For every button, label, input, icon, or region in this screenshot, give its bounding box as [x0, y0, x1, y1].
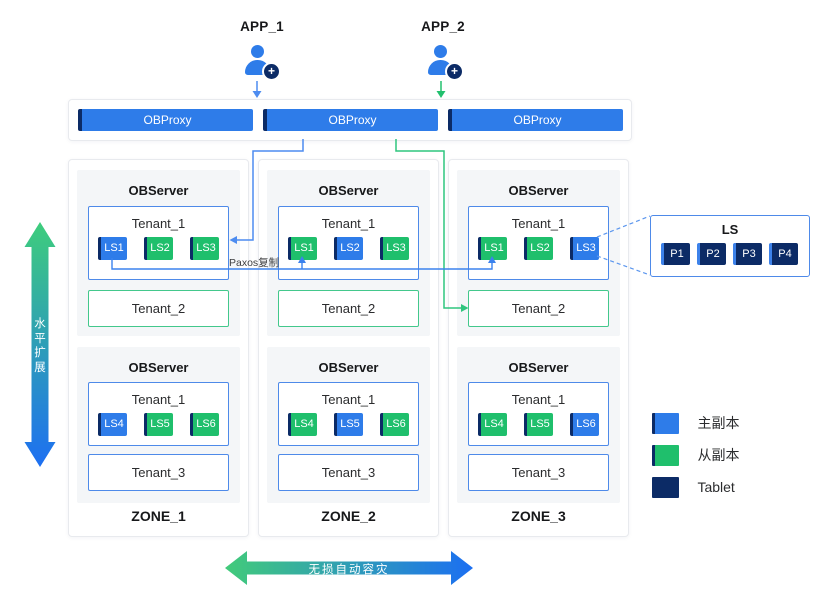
tenant-title: Tenant_1 [131, 392, 186, 407]
tenant-title: Tenant_1 [511, 392, 566, 407]
observer-box: OBServer Tenant_1 LS4 LS5 LS6 Tenant_3 [457, 347, 620, 503]
observer-title: OBServer [318, 183, 379, 198]
tenant-1-box: Tenant_1 LS4 LS5 LS6 [278, 382, 419, 446]
user-head-icon [251, 45, 264, 58]
legend-label: Tablet [697, 479, 735, 495]
zone-1: OBServer Tenant_1 LS1 LS2 LS3 Tenant_2 O… [68, 159, 249, 537]
ls-replica-chip: LS3 [380, 237, 409, 260]
ls-replica-chip: LS1 [478, 237, 507, 260]
ls-replica-chip: LS4 [98, 413, 127, 436]
tenant-3-box: Tenant_3 [278, 454, 419, 491]
ls-replica-chip: LS2 [144, 237, 173, 260]
tenant-2-box: Tenant_2 [468, 290, 609, 327]
legend-item-tablet: Tablet [652, 477, 735, 498]
tenant-2-box: Tenant_2 [278, 290, 419, 327]
plus-badge-icon: + [262, 62, 281, 81]
zone-2: OBServer Tenant_1 LS1 LS2 LS3 Tenant_2 O… [258, 159, 439, 537]
obproxy-node: OBProxy [448, 109, 623, 131]
ls-replica-chip: LS2 [334, 237, 363, 260]
ls-replica-chip: LS5 [524, 413, 553, 436]
app2-user-icon: + [424, 45, 464, 81]
ls-detail-box: LS P1 P2 P3 P4 [650, 215, 810, 277]
app2-to-proxy-arrow [436, 81, 446, 98]
primary-replica-swatch [652, 413, 679, 434]
observer-title: OBServer [128, 183, 189, 198]
obproxy-node: OBProxy [263, 109, 438, 131]
obproxy-container: OBProxy OBProxy OBProxy [68, 99, 632, 141]
ls-replica-chip: LS5 [334, 413, 363, 436]
obproxy-node: OBProxy [78, 109, 253, 131]
ls-replica-chip: LS6 [190, 413, 219, 436]
tenant-3-box: Tenant_3 [468, 454, 609, 491]
ls-replica-chip: LS6 [380, 413, 409, 436]
app1-user-icon: + [241, 45, 281, 81]
disaster-recovery-label: 无损自动容灾 [308, 564, 390, 576]
tenant-1-box: Tenant_1 LS1 LS2 LS3 [278, 206, 419, 280]
app1-to-proxy-arrow [252, 81, 262, 98]
zone-3: OBServer Tenant_1 LS1 LS2 LS3 Tenant_2 O… [448, 159, 629, 537]
tenant-title: Tenant_1 [131, 216, 186, 231]
tablet-chip: P2 [697, 243, 726, 265]
ls-replica-chip: LS3 [190, 237, 219, 260]
app1-label: APP_1 [240, 19, 284, 34]
ls-replica-chip: LS4 [288, 413, 317, 436]
tenant-3-box: Tenant_3 [88, 454, 229, 491]
observer-box: OBServer Tenant_1 LS4 LS5 LS6 Tenant_3 [77, 347, 240, 503]
zone-label: ZONE_1 [131, 508, 186, 524]
tenant-2-box: Tenant_2 [88, 290, 229, 327]
ls-replica-chip: LS1 [288, 237, 317, 260]
observer-box: OBServer Tenant_1 LS4 LS5 LS6 Tenant_3 [267, 347, 430, 503]
ls-detail-title: LS [721, 222, 739, 237]
tenant-1-box: Tenant_1 LS4 LS5 LS6 [88, 382, 229, 446]
tenant-title: Tenant_1 [321, 392, 376, 407]
tenant-title: Tenant_1 [511, 216, 566, 231]
user-head-icon [434, 45, 447, 58]
tablet-chip: P3 [733, 243, 762, 265]
app2-label: APP_2 [421, 19, 465, 34]
follower-replica-swatch [652, 445, 679, 466]
tenant-1-box: Tenant_1 LS4 LS5 LS6 [468, 382, 609, 446]
observer-title: OBServer [318, 360, 379, 375]
ls-replica-chip: LS6 [570, 413, 599, 436]
legend-item-follower: 从副本 [652, 445, 739, 466]
ls-replica-chip: LS2 [524, 237, 553, 260]
plus-badge-icon: + [445, 62, 464, 81]
zone-label: ZONE_2 [321, 508, 376, 524]
tablet-chip: P4 [769, 243, 798, 265]
zone-label: ZONE_3 [511, 508, 566, 524]
ls-replica-chip: LS5 [144, 413, 173, 436]
tenant-title: Tenant_1 [321, 216, 376, 231]
ls-replica-chip: LS4 [478, 413, 507, 436]
observer-title: OBServer [128, 360, 189, 375]
tenant-1-box: Tenant_1 LS1 LS2 LS3 [88, 206, 229, 280]
tablet-swatch [652, 477, 679, 498]
observer-box: OBServer Tenant_1 LS1 LS2 LS3 Tenant_2 [267, 170, 430, 336]
ls-replica-chip: LS3 [570, 237, 599, 260]
observer-box: OBServer Tenant_1 LS1 LS2 LS3 Tenant_2 [457, 170, 620, 336]
ls-replica-chip: LS1 [98, 237, 127, 260]
tablet-chip: P1 [661, 243, 690, 265]
observer-title: OBServer [508, 360, 569, 375]
horizontal-scaling-label: 水平扩展 [34, 318, 46, 374]
tenant-1-box: Tenant_1 LS1 LS2 LS3 [468, 206, 609, 280]
paxos-replication-label: Paxos复制 [229, 257, 280, 269]
legend-label: 主副本 [697, 415, 740, 431]
legend-label: 从副本 [697, 447, 740, 463]
observer-title: OBServer [508, 183, 569, 198]
legend-item-primary: 主副本 [652, 413, 739, 434]
observer-box: OBServer Tenant_1 LS1 LS2 LS3 Tenant_2 [77, 170, 240, 336]
